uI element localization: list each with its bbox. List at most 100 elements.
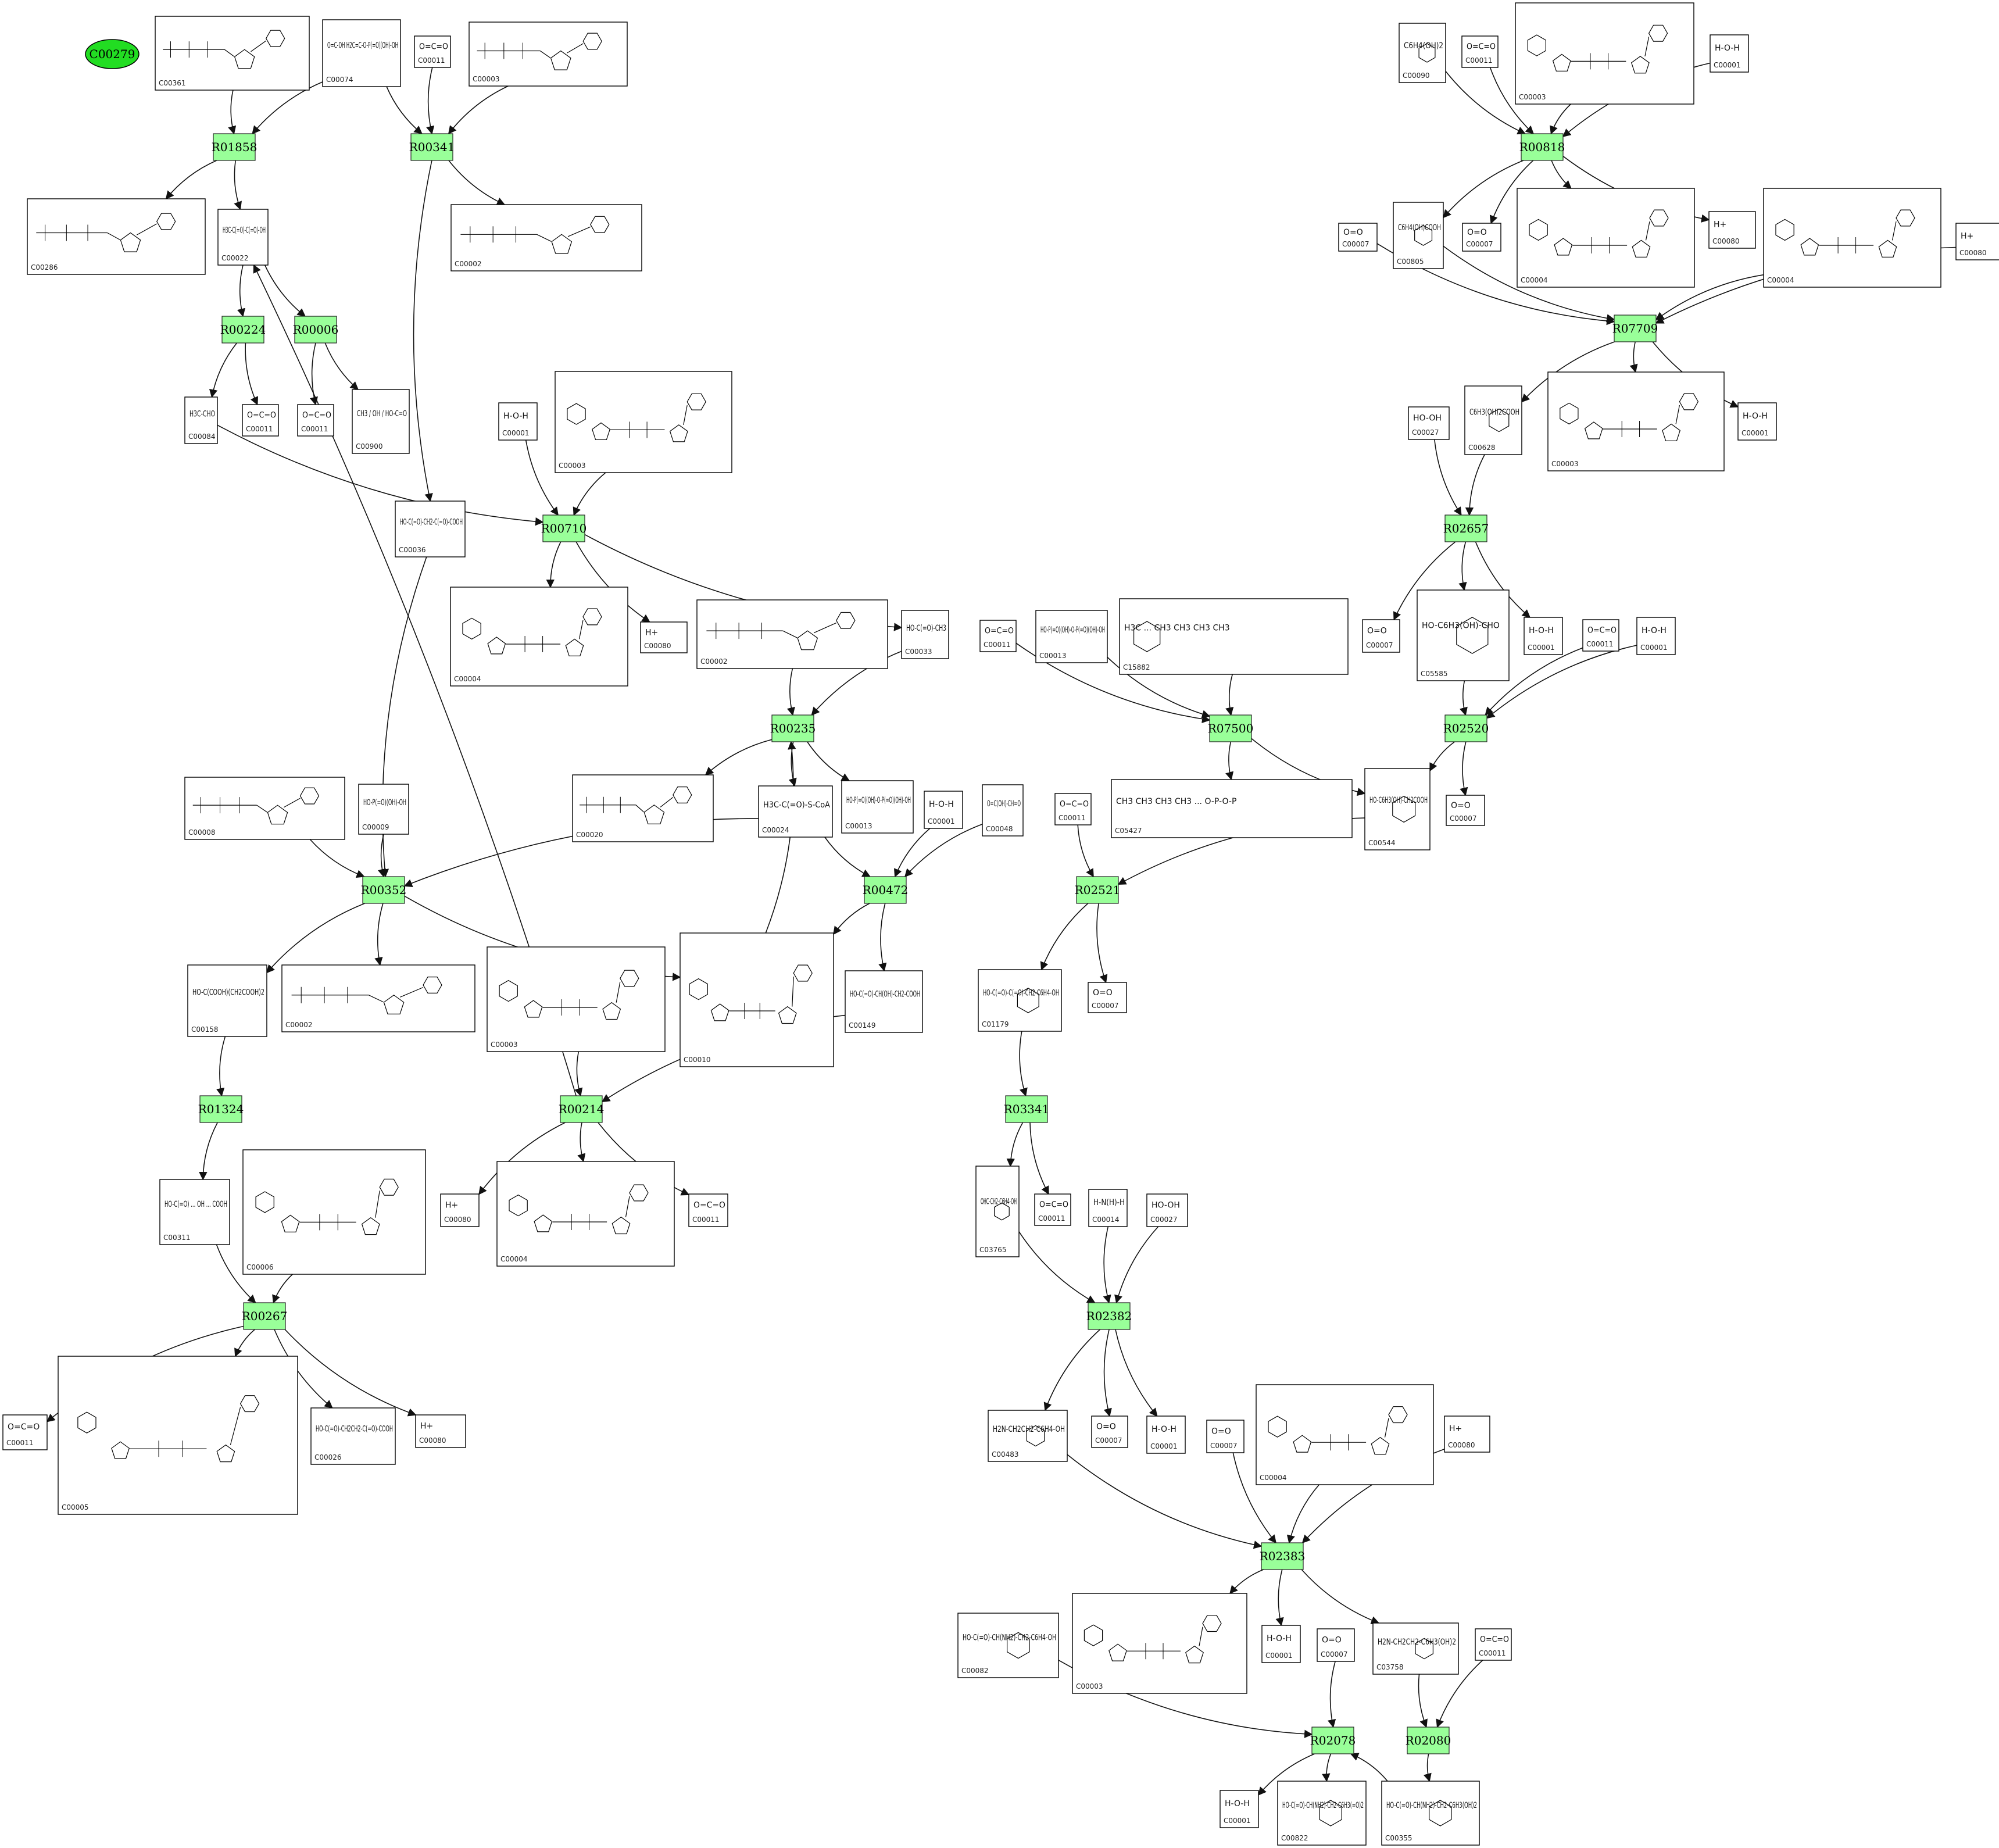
compound-node[interactable]: C00004 — [1763, 188, 1941, 288]
compound-node[interactable]: C00004 — [1256, 1384, 1434, 1485]
reaction-box[interactable] — [542, 514, 585, 542]
compound-box[interactable] — [1072, 1593, 1247, 1694]
compound-node[interactable]: C00002 — [696, 599, 888, 669]
compound-box[interactable] — [1034, 1193, 1071, 1226]
compound-box[interactable] — [901, 610, 949, 659]
compound-box[interactable] — [1462, 223, 1501, 252]
compound-box[interactable] — [1446, 795, 1485, 826]
compound-box[interactable] — [758, 785, 833, 838]
compound-node[interactable]: C00003 — [487, 946, 666, 1052]
compound-box[interactable] — [1636, 617, 1676, 655]
compound-box[interactable] — [1261, 1625, 1301, 1663]
compound-box[interactable] — [1547, 371, 1725, 471]
reaction-box[interactable] — [199, 1095, 242, 1123]
compound-box[interactable] — [487, 946, 666, 1052]
reaction-node[interactable]: R02521 — [1075, 876, 1121, 904]
compound-node[interactable]: C00003 — [555, 371, 732, 473]
compound-box[interactable] — [1054, 793, 1092, 825]
reaction-box[interactable] — [221, 316, 264, 344]
compound-box[interactable] — [1955, 223, 1999, 260]
compound-box[interactable] — [1035, 610, 1108, 663]
compound-node[interactable]: C00003 — [1072, 1593, 1247, 1694]
compound-box[interactable] — [1517, 188, 1695, 288]
compound-box[interactable] — [979, 620, 1017, 652]
compound-node[interactable]: C00003 — [1515, 2, 1694, 105]
reaction-node[interactable]: R00006 — [293, 316, 339, 344]
compound-box[interactable] — [1475, 1628, 1512, 1661]
target-compound-ellipse[interactable] — [85, 39, 140, 69]
compound-box[interactable] — [1088, 1189, 1128, 1227]
compound-box[interactable] — [1338, 223, 1378, 252]
compound-box[interactable] — [469, 22, 628, 87]
target-compound-node[interactable]: C00279 — [85, 39, 140, 69]
compound-box[interactable] — [1206, 1420, 1245, 1453]
compound-box[interactable] — [1146, 1416, 1186, 1454]
reaction-node[interactable]: R02382 — [1086, 1302, 1132, 1330]
compound-box[interactable] — [957, 1613, 1059, 1678]
compound-box[interactable] — [217, 209, 269, 266]
compound-node[interactable]: C00002 — [450, 204, 642, 271]
reaction-node[interactable]: R00267 — [242, 1302, 288, 1330]
compound-box[interactable] — [982, 784, 1024, 837]
reaction-node[interactable]: R00352 — [361, 876, 407, 904]
compound-box[interactable] — [322, 19, 401, 87]
compound-box[interactable] — [184, 777, 345, 840]
compound-node[interactable]: H+C00080 — [1955, 223, 1999, 260]
compound-box[interactable] — [555, 371, 732, 473]
reaction-node[interactable]: R07500 — [1208, 714, 1254, 742]
compound-box[interactable] — [242, 1149, 426, 1275]
compound-box[interactable] — [310, 1407, 396, 1465]
compound-box[interactable] — [640, 621, 688, 653]
reaction-box[interactable] — [243, 1302, 286, 1330]
compound-box[interactable] — [1399, 23, 1446, 83]
reaction-node[interactable]: R00214 — [559, 1095, 605, 1123]
compound-box[interactable] — [1461, 35, 1499, 68]
compound-box[interactable] — [1408, 406, 1450, 440]
compound-box[interactable] — [414, 35, 451, 68]
compound-box[interactable] — [988, 1410, 1068, 1462]
compound-node[interactable]: C00004 — [496, 1161, 675, 1267]
compound-box[interactable] — [1119, 598, 1349, 675]
compound-box[interactable] — [1393, 202, 1444, 269]
compound-box[interactable] — [450, 587, 628, 687]
compound-box[interactable] — [1582, 619, 1619, 652]
compound-box[interactable] — [924, 791, 963, 829]
compound-box[interactable] — [975, 1166, 1020, 1257]
reaction-node[interactable]: R00235 — [770, 714, 816, 742]
compound-box[interactable] — [1524, 617, 1563, 655]
compound-box[interactable] — [242, 404, 279, 437]
compound-box[interactable] — [1464, 385, 1522, 455]
compound-box[interactable] — [297, 404, 334, 437]
